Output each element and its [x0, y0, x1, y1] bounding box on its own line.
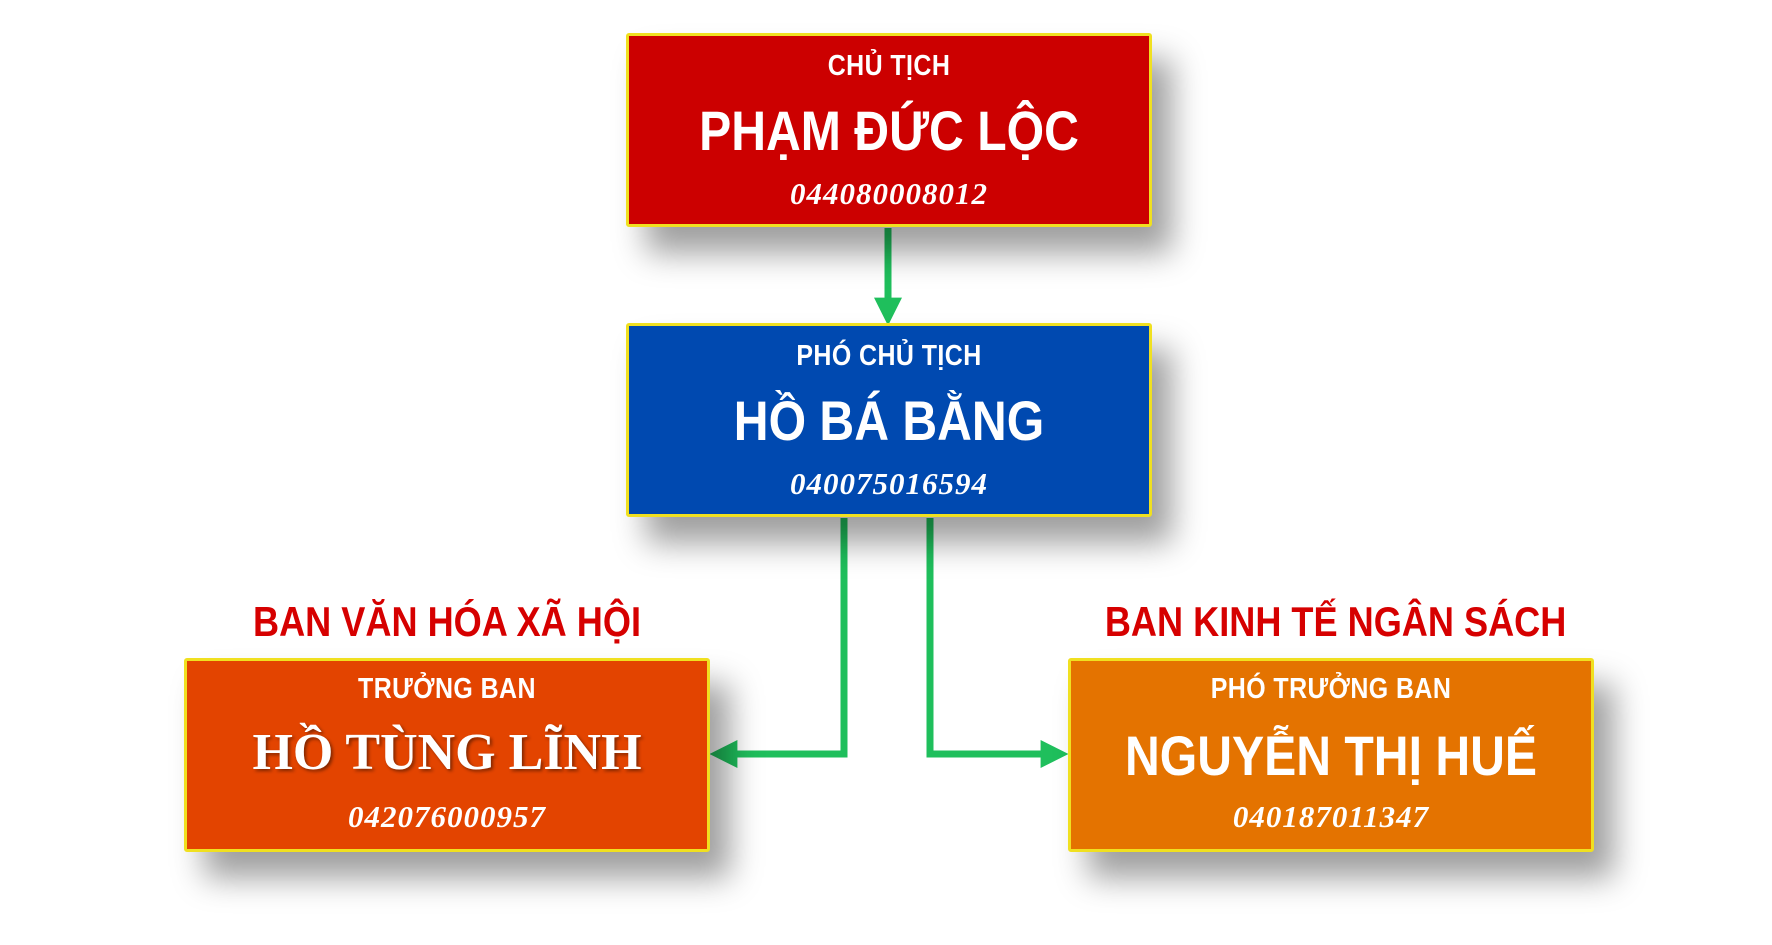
chair-id: 044080008012 [790, 176, 988, 211]
connector-vice-to-culture [709, 518, 848, 768]
budget-committee-box: PHÓ TRƯỞNG BAN NGUYỄN THỊ HUẾ 0401870113… [1068, 658, 1594, 852]
culture-committee-id: 042076000957 [348, 799, 546, 834]
culture-committee-name: HỒ TÙNG LĨNH [252, 724, 642, 781]
budget-committee-name: NGUYỄN THỊ HUẾ [1124, 724, 1538, 787]
budget-committee-role: PHÓ TRƯỞNG BAN [1210, 673, 1452, 705]
chair-name: PHẠM ĐỨC LỘC [699, 99, 1079, 162]
chair-role: CHỦ TỊCH [827, 50, 951, 82]
budget-committee-id: 040187011347 [1232, 799, 1430, 834]
culture-committee-box: TRƯỞNG BAN HỒ TÙNG LĨNH 042076000957 [184, 658, 710, 852]
budget-committee-title: BAN KINH TẾ NGÂN SÁCH [1104, 598, 1567, 645]
vice-chair-id: 040075016594 [790, 466, 988, 501]
vice-chair-name: HỒ BÁ BẰNG [733, 389, 1045, 452]
vice-chair-box: PHÓ CHỦ TỊCH HỒ BÁ BẰNG 040075016594 [626, 323, 1152, 517]
chair-box: CHỦ TỊCH PHẠM ĐỨC LỘC 044080008012 [626, 33, 1152, 227]
culture-committee-role: TRƯỞNG BAN [358, 673, 536, 705]
connector-vice-to-budget [926, 518, 1069, 768]
culture-committee-title: BAN VĂN HÓA XÃ HỘI [253, 598, 641, 645]
vice-chair-role: PHÓ CHỦ TỊCH [796, 340, 982, 372]
